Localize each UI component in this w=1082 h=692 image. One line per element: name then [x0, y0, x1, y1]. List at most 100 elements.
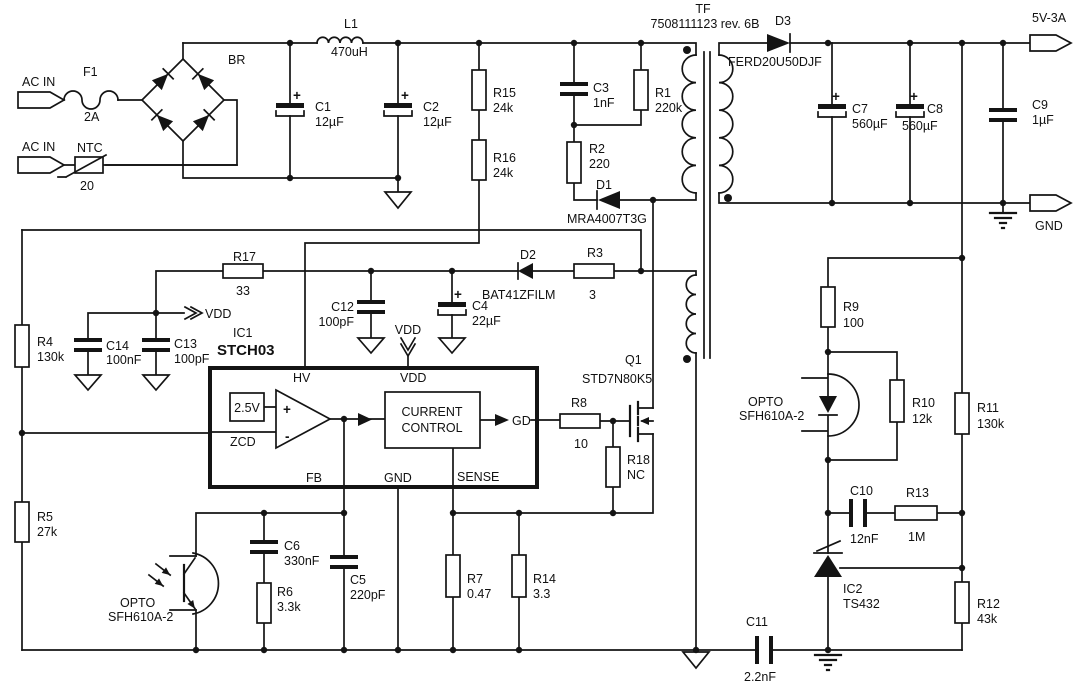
vref-block: [229, 392, 265, 422]
resistor-R14: R14 3.3: [511, 554, 556, 601]
c4-ref: C4: [472, 299, 488, 313]
resistor-R15: R15 24k: [471, 69, 516, 115]
output-5v-label: 5V-3A: [1032, 11, 1067, 25]
vdd-pin-arrow-icon: VDD: [395, 323, 421, 358]
capacitor-C8: + C8 560µF: [895, 89, 943, 133]
thermistor-NTC: NTC 20: [57, 141, 238, 193]
current-control-block: [384, 391, 481, 449]
c1-value: 12µF: [315, 115, 344, 129]
c8-ref: C8: [927, 102, 943, 116]
ic1-pin-hv: HV: [293, 371, 311, 385]
r8-ref: R8: [571, 396, 587, 410]
r4-ref: R4: [37, 335, 53, 349]
tf-ref: TF: [695, 2, 711, 16]
r3-ref: R3: [587, 246, 603, 260]
capacitor-C3: C3 1nF: [560, 81, 615, 110]
earth-ground-icon-output: [988, 211, 1018, 230]
r6-ref: R6: [277, 585, 293, 599]
r16-value: 24k: [493, 166, 514, 180]
resistor-R9: R9 100: [820, 286, 864, 330]
r7-value: 0.47: [467, 587, 491, 601]
r16-ref: R16: [493, 151, 516, 165]
c5-ref: C5: [350, 573, 366, 587]
c10-ref: C10: [850, 484, 873, 498]
c9-value: 1µF: [1032, 113, 1054, 127]
wires: [21, 42, 1031, 651]
comparator-minus: -: [285, 429, 290, 444]
r12-ref: R12: [977, 597, 1000, 611]
ic1-part: STCH03: [217, 342, 275, 359]
c3-value: 1nF: [593, 96, 615, 110]
opto-right-part: SFH610A-2: [739, 409, 804, 423]
aux-polarity-dot: [683, 355, 691, 363]
resistor-R11: R11 130k: [954, 392, 1005, 435]
connector-output-5v: 5V-3A: [1029, 11, 1073, 52]
r17-ref: R17: [233, 250, 256, 264]
c13-ref: C13: [174, 337, 197, 351]
capacitor-C10: C10 12nF: [849, 484, 879, 546]
opto-left-ref: OPTO: [120, 596, 155, 610]
earth-ground-icon-ic2: [813, 653, 843, 672]
c8-value: 560µF: [902, 119, 938, 133]
ground-icon: [383, 191, 413, 210]
shunt-regulator-IC2: IC2 TS432: [813, 539, 880, 611]
vdd-net-label: VDD: [205, 307, 231, 321]
capacitor-C2: + C2 12µF: [383, 88, 452, 210]
ground-icon-aux: [681, 651, 711, 670]
r7-ref: R7: [467, 572, 483, 586]
r6-value: 3.3k: [277, 600, 301, 614]
resistor-R2: R2 220: [566, 141, 610, 184]
c12-value: 100pF: [319, 315, 355, 329]
ntc-value: 20: [80, 179, 94, 193]
resistor-R6: R6 3.3k: [256, 582, 301, 624]
r2-value: 220: [589, 157, 610, 171]
cc-line1: CURRENT: [401, 405, 462, 419]
ic2-ref: IC2: [843, 582, 863, 596]
c5-value: 220pF: [350, 588, 386, 602]
c2-plus: +: [401, 88, 409, 103]
comparator-plus: +: [283, 402, 291, 417]
c7-ref: C7: [852, 102, 868, 116]
r5-ref: R5: [37, 510, 53, 524]
c2-ref: C2: [423, 100, 439, 114]
mosfet-Q1: Q1 STD7N80K5: [582, 353, 654, 443]
ic-STCH03: IC1 STCH03 HV VDD ZCD FB GND SENSE 2.5V …: [208, 326, 539, 489]
secondary-polarity-dot: [724, 194, 732, 202]
ntc-ref: NTC: [77, 141, 103, 155]
c14-value: 100nF: [106, 353, 142, 367]
ground-icon: [73, 374, 103, 392]
c2-value: 12µF: [423, 115, 452, 129]
ic1-pin-sense: SENSE: [457, 470, 499, 484]
d3-value: FERD20U50DJF: [728, 55, 822, 69]
c10-value: 12nF: [850, 532, 879, 546]
capacitor-C6: C6 330nF: [250, 539, 320, 568]
optocoupler-left: OPTO SFH610A-2: [108, 552, 220, 624]
c4-plus: +: [454, 287, 462, 302]
c4-value: 22µF: [472, 314, 501, 328]
capacitor-C7: + C7 560µF: [817, 89, 888, 131]
r9-value: 100: [843, 316, 864, 330]
r4-value: 130k: [37, 350, 65, 364]
resistor-R16: R16 24k: [471, 139, 516, 181]
resistor-R8: R8 10: [559, 396, 601, 451]
c7-plus: +: [832, 89, 840, 104]
c11-value: 2.2nF: [744, 670, 776, 684]
r9-ref: R9: [843, 300, 859, 314]
ic1-vref-label: 2.5V: [234, 401, 260, 415]
connector-output-gnd: GND: [1029, 194, 1073, 233]
capacitor-C12: C12 100pF: [319, 300, 386, 355]
diode-D1: D1 MRA4007T3G: [567, 178, 647, 226]
c12-ref: C12: [331, 300, 354, 314]
c1-ref: C1: [315, 100, 331, 114]
d2-value: BAT41ZFILM: [482, 288, 555, 302]
comparator-icon: [275, 388, 332, 450]
r13-value: 1M: [908, 530, 925, 544]
capacitor-C14: C14 100nF: [73, 338, 142, 392]
vdd-pin-net-label: VDD: [395, 323, 421, 337]
resistor-R3: R3 3: [573, 246, 615, 302]
d1-ref: D1: [596, 178, 612, 192]
capacitor-C1: + C1 12µF: [275, 88, 344, 129]
capacitor-C11: C11 2.2nF: [744, 615, 776, 684]
r15-ref: R15: [493, 86, 516, 100]
c9-ref: C9: [1032, 98, 1048, 112]
